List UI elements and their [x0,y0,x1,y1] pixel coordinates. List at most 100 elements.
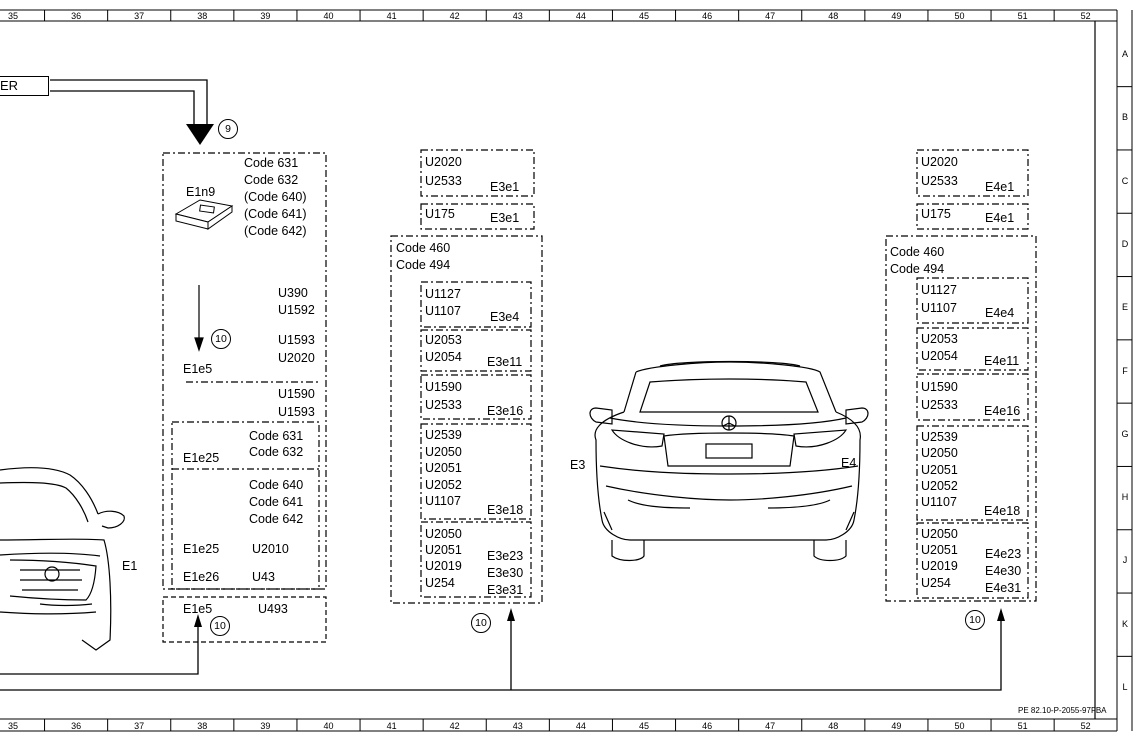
e3-top2-line-1: U175 [425,207,455,221]
ruler-ticks [44,10,1132,731]
e1-u1590: U1590 [278,387,315,401]
e4-outer-box [885,235,1037,602]
column-number-42: 42 [449,721,460,731]
e1n9-code-2: Code 632 [244,173,299,187]
e4-b5-box [916,522,1029,599]
row-letter-A: A [1121,49,1128,59]
e1e5-box [162,596,327,643]
e4-b4-line-4: U2052 [921,479,958,493]
row-letter-K: K [1121,618,1128,629]
e4-b4-line-2: U2050 [921,446,958,460]
column-number-52: 52 [1080,11,1091,21]
e4-b4-tag: E4e18 [984,504,1021,518]
column-number-36: 36 [71,11,82,21]
e1e26-u43: U43 [252,570,275,584]
e3-b2-line-2: U2054 [425,350,462,364]
ref-circle-10-e1e5: 10 [211,329,231,349]
column-number-51: 51 [1017,11,1028,21]
column-number-49: 49 [891,11,902,21]
e4-code-494: Code 494 [890,262,945,276]
e4-b4-line-5: U1107 [921,495,957,509]
ref-circle-10-e3: 10 [471,613,491,633]
e4-b5-tag-1: E4e23 [985,547,1022,561]
column-number-39: 39 [260,11,271,21]
column-number-47: 47 [765,721,776,731]
e1e25-code-640: Code 640 [249,478,304,492]
column-number-47: 47 [765,11,776,21]
column-number-52: 52 [1080,721,1091,731]
e4-top2-tag: E4e1 [985,211,1015,225]
row-letter-J: J [1122,555,1128,566]
column-number-43: 43 [512,721,523,731]
e4-top1-box [916,149,1029,197]
e4-b4-line-3: U2051 [921,463,958,477]
row-letter-C: C [1121,175,1129,186]
e3-b2-tag: E3e11 [487,355,523,369]
column-number-42: 42 [449,11,460,21]
column-number-36: 36 [71,721,82,731]
e1n9-code-1: Code 631 [244,156,299,170]
e3-b3-line-2: U2533 [425,398,462,412]
e1e5-u493: U493 [258,602,288,616]
e3-b1-line-1: U1127 [425,287,461,301]
column-number-35: 35 [7,11,18,21]
e3-b1-line-2: U1107 [425,304,461,318]
column-number-35: 35 [7,721,18,731]
e4-b2-box [916,327,1029,371]
e4-b3-tag: E4e16 [984,404,1021,418]
ref-circle-10-e4: 10 [965,610,985,630]
e3-b5-line-1: U2050 [425,527,462,541]
e4-b1-line-1: U1127 [921,283,957,297]
column-number-41: 41 [386,721,397,731]
row-letter-E: E [1121,302,1128,313]
e4-top2-line-1: U175 [921,207,951,221]
e3-b5-line-4: U254 [425,576,455,590]
e3-top2-tag: E3e1 [490,211,520,225]
e3-b3-tag: E3e16 [487,404,524,418]
e1e5-internal-arrow [194,285,204,352]
bus-arrow-heads [194,608,1005,627]
e1n9-code-3: (Code 640) [244,190,307,204]
row-letter-G: G [1121,428,1129,439]
bus-lines [0,618,1002,691]
e1-u390: U390 [278,286,308,300]
e3-b3-box [420,374,532,420]
e4-top1-line-2: U2533 [921,174,958,188]
car-label-e1: E1 [122,559,138,573]
e3-top2-box [420,203,535,230]
column-number-50: 50 [954,721,965,731]
e3-top1-box [420,149,535,197]
e1n9-module-illustration [174,199,234,230]
e1-u1593-b: U1593 [278,405,315,419]
column-number-51: 51 [1017,721,1028,731]
e3-top1-line-1: U2020 [425,155,462,169]
e4-b5-line-2: U2051 [921,543,958,557]
column-number-46: 46 [702,721,713,731]
row-letter-B: B [1121,112,1128,123]
e3-top1-line-2: U2533 [425,174,462,188]
e3-b4-line-5: U1107 [425,494,461,508]
column-number-39: 39 [260,721,271,731]
row-letter-D: D [1121,238,1129,249]
e1e5-box-label: E1e5 [183,602,213,616]
e3-b4-tag: E3e18 [487,503,524,517]
e1n9-box [162,152,327,590]
column-number-49: 49 [891,721,902,731]
column-number-37: 37 [134,721,145,731]
row-letter-F: F [1122,365,1128,376]
e1n9-code-4: (Code 641) [244,207,307,221]
e4-code-460: Code 460 [890,245,945,259]
e3-b5-tag-1: E3e23 [487,549,524,563]
document-reference: PE 82.10-P-2055-97FBA [1018,706,1107,715]
column-number-40: 40 [323,721,334,731]
er-label-text: ER [0,78,19,93]
e4-b1-tag: E4e4 [985,306,1015,320]
column-number-46: 46 [702,11,713,21]
er-source-label: ER [0,76,49,96]
e4-top1-line-1: U2020 [921,155,958,169]
e3-b4-line-4: U2052 [425,478,462,492]
e1e25-code-642: Code 642 [249,512,304,526]
e1e25-u2010: U2010 [252,542,289,556]
e4-top1-tag: E4e1 [985,180,1015,194]
e1e25-box [171,421,320,590]
